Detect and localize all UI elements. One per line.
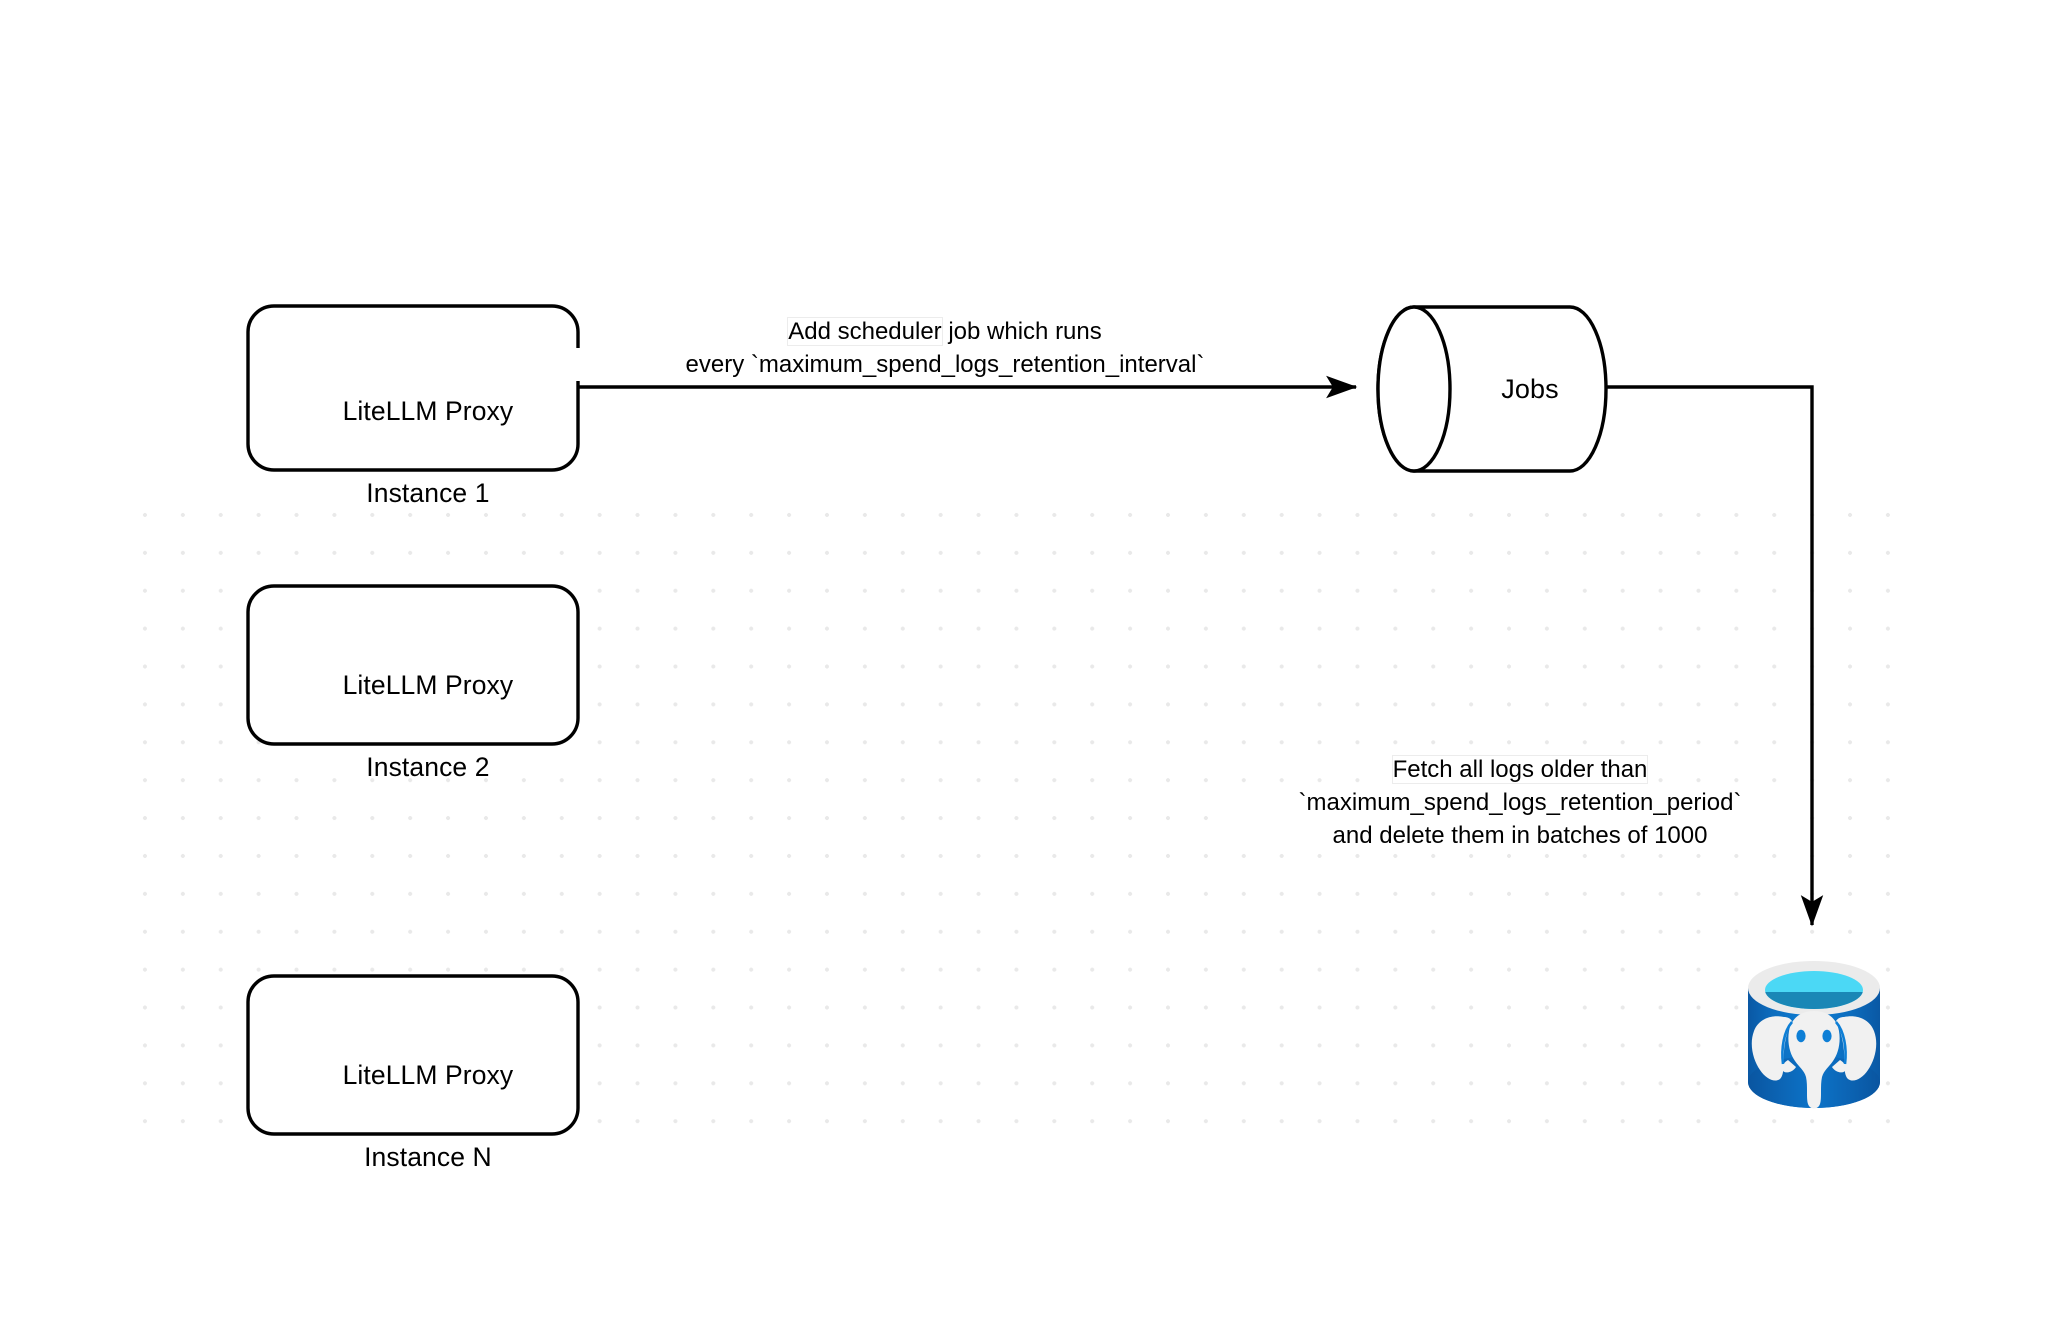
elephant-right-ear-line <box>1834 1021 1847 1065</box>
postgresql-elephant-icon[interactable] <box>1748 961 1880 1109</box>
edge-delete-line-2: `maximum_spend_logs_retention_period` <box>1240 786 1800 819</box>
edge-delete-line-3: and delete them in batches of 1000 <box>1240 819 1800 852</box>
edge-label-scheduler: Add scheduler job which runs every `maxi… <box>570 315 1320 381</box>
node-proxy-instance-2[interactable] <box>246 584 580 746</box>
node-jobs-cylinder[interactable] <box>1376 305 1608 473</box>
elephant-right-eye <box>1822 1029 1832 1043</box>
edge-scheduler-line-1: Add scheduler job which runs <box>570 315 1320 348</box>
edge-delete-line-1: Fetch all logs older than <box>1392 756 1648 783</box>
elephant-left-eye <box>1796 1029 1806 1043</box>
elephant-left-ear-line <box>1781 1021 1794 1065</box>
edge-scheduler-line-1-rest: job which runs <box>941 318 1102 345</box>
edge-delete-logs-arrow <box>1606 385 1824 927</box>
edge-scheduler-highlight: Add scheduler <box>788 318 942 345</box>
node-proxy-instance-n[interactable] <box>246 974 580 1136</box>
node-proxy-instance-1[interactable] <box>246 304 580 472</box>
edge-label-delete-logs: Fetch all logs older than `maximum_spend… <box>1240 753 1800 852</box>
edge-scheduler-line-2: every `maximum_spend_logs_retention_inte… <box>570 348 1320 381</box>
